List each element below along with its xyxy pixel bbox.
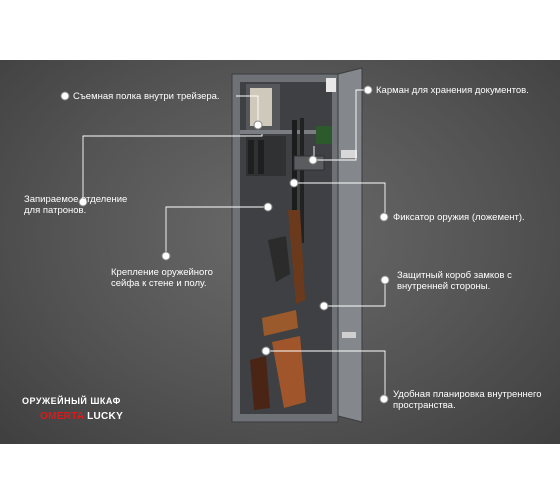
manual-booklet (250, 88, 272, 126)
brand-heading: ОРУЖЕЙНЫЙ ШКАФ (22, 396, 121, 406)
callout-mount-line1: Крепление оружейного (111, 267, 213, 278)
callout-layout-line1: Удобная планировка внутреннего (393, 389, 542, 400)
safe-illustration (60, 67, 390, 423)
brand-name-red: OMERTA (40, 411, 85, 422)
brand-name-white: LUCKY (84, 411, 124, 422)
product-stage: Съемная полка внутри трейзера. Карман дл… (0, 60, 560, 444)
callout-ammo-line1: Запираемое отделение (24, 194, 128, 205)
callout-shelf: Съемная полка внутри трейзера. (73, 91, 220, 102)
gun-safe (231, 67, 363, 423)
callout-layout-line2: пространства. (393, 400, 456, 411)
callout-lines (82, 89, 386, 400)
callout-box-line2: внутренней стороны. (397, 281, 491, 292)
brand-name: OMERTA LUCKY (40, 411, 123, 422)
callout-pocket: Карман для хранения документов. (376, 85, 529, 96)
lock-box (341, 150, 357, 158)
callout-mount-line2: сейфа к стене и полу. (111, 278, 207, 289)
callout-ammo-line2: для патронов. (24, 205, 87, 216)
callout-markers (60, 85, 390, 404)
callout-lodgement: Фиксатор оружия (ложемент). (393, 212, 525, 223)
callout-box-line1: Защитный короб замков с (397, 270, 512, 281)
